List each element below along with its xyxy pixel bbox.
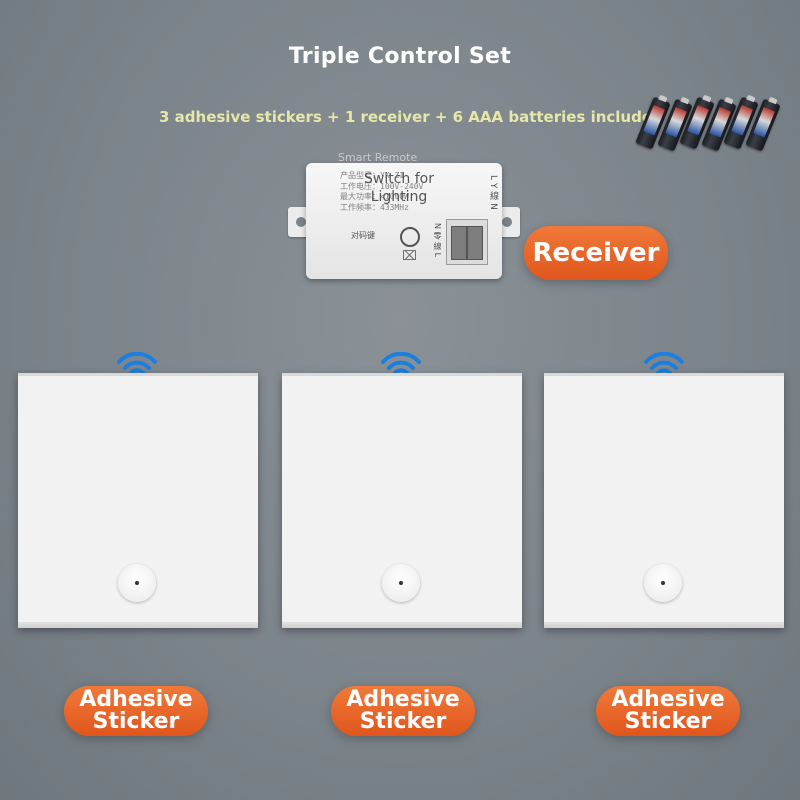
receiver-body: 产品型号：YK-Z1 工作电压：100V-240V 最大功率：<1000W 工作…	[306, 163, 502, 279]
wire-terminal	[446, 219, 488, 265]
indicator-dot	[661, 581, 665, 585]
neutral-line-label: N 零 線 L	[433, 223, 442, 258]
weee-bin-icon: ⌧	[402, 249, 417, 264]
pair-button[interactable]	[400, 227, 420, 247]
indicator-dot	[135, 581, 139, 585]
receiver-faint-label: Smart Remote	[338, 151, 418, 164]
pair-label: 对码键	[351, 231, 375, 240]
receiver-module: 产品型号：YK-Z1 工作电压：100V-240V 最大功率：<1000W 工作…	[288, 151, 520, 281]
aaa-batteries	[634, 96, 781, 154]
switch-edge	[282, 622, 522, 628]
switch-button[interactable]	[118, 564, 156, 602]
package-contents-text: 3 adhesive stickers + 1 receiver + 6 AAA…	[159, 108, 663, 126]
switch-edge	[18, 622, 258, 628]
receiver-switch-label: Switch for Lighting	[364, 171, 434, 205]
receiver-badge: Receiver	[524, 226, 668, 280]
indicator-dot	[399, 581, 403, 585]
sticker-badge-2: Adhesive Sticker	[331, 686, 475, 736]
receiver-specs: 产品型号：YK-Z1 工作电压：100V-240V 最大功率：<1000W 工作…	[340, 171, 424, 212]
sticker-badge-3: Adhesive Sticker	[596, 686, 740, 736]
switch-edge	[544, 622, 784, 628]
wireless-switch-2	[282, 373, 522, 628]
wireless-switch-1	[18, 373, 258, 628]
wireless-switch-3	[544, 373, 784, 628]
switch-button[interactable]	[382, 564, 420, 602]
page-title: Triple Control Set	[288, 44, 512, 69]
live-line-label: L Y 線 N	[488, 175, 498, 210]
switch-button[interactable]	[644, 564, 682, 602]
sticker-badge-1: Adhesive Sticker	[64, 686, 208, 736]
